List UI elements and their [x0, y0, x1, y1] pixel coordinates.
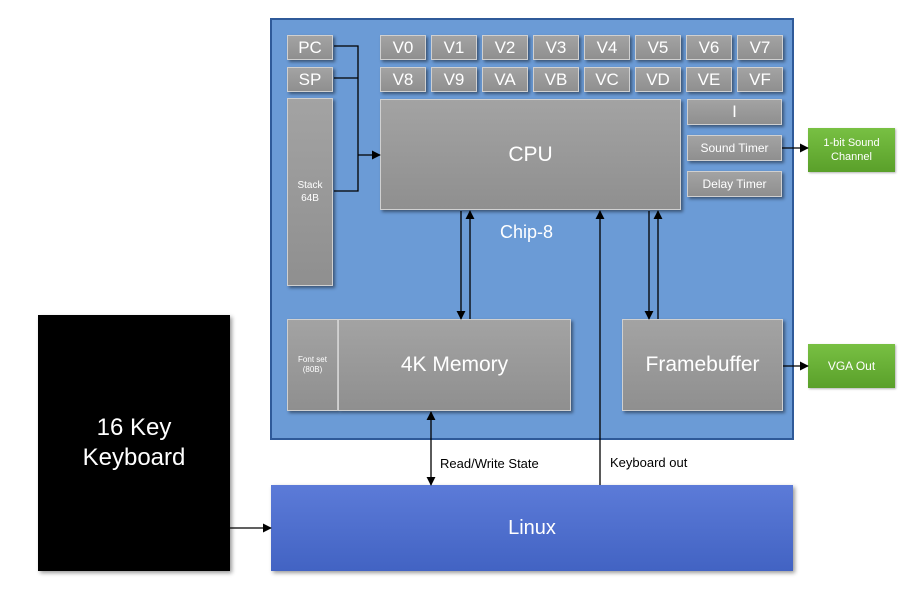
register-vc: VC	[584, 67, 630, 92]
sound-channel-label: 1-bit Sound	[823, 137, 880, 149]
linux: Linux	[271, 485, 793, 571]
register-ve: VE	[686, 67, 732, 92]
register-v1: V1	[431, 35, 477, 60]
keyboard-out-label: Keyboard out	[610, 455, 688, 470]
stack: Stack 64B	[287, 98, 333, 286]
sound-channel-output: 1-bit Sound Channel	[808, 128, 895, 172]
sound-channel-sub: Channel	[831, 151, 872, 163]
register-v4: V4	[584, 35, 630, 60]
chip8-label: Chip-8	[500, 222, 554, 242]
keyboard: 16 Key Keyboard	[38, 315, 230, 571]
vga-output: VGA Out	[808, 344, 895, 388]
register-va: VA	[482, 67, 528, 92]
pc-wire	[334, 45, 359, 155]
memory: 4K Memory	[338, 319, 571, 411]
stack-label: Stack	[297, 180, 323, 191]
font-set-size: (80B)	[302, 365, 323, 374]
register-v2: V2	[482, 35, 528, 60]
register-v9: V9	[431, 67, 477, 92]
register-v3: V3	[533, 35, 579, 60]
register-vf: VF	[737, 67, 783, 92]
register-v0: V0	[380, 35, 426, 60]
register-v5: V5	[635, 35, 681, 60]
font-set: Font set (80B)	[287, 319, 338, 411]
index-register: I	[687, 99, 782, 125]
sound-timer: Sound Timer	[687, 135, 782, 161]
stack-size: 64B	[301, 193, 319, 204]
stack-wire	[334, 155, 359, 192]
register-vb: VB	[533, 67, 579, 92]
delay-timer: Delay Timer	[687, 171, 782, 197]
register-v8: V8	[380, 67, 426, 92]
register-v7: V7	[737, 35, 783, 60]
pc-register: PC	[287, 35, 333, 60]
read-write-label: Read/Write State	[440, 456, 539, 471]
keyboard-label-line1: 16 Key	[96, 414, 172, 441]
register-vd: VD	[635, 67, 681, 92]
keyboard-label-line2: Keyboard	[82, 444, 186, 471]
framebuffer: Framebuffer	[622, 319, 783, 411]
font-set-label: Font set	[298, 355, 327, 364]
sp-register: SP	[287, 67, 333, 92]
register-v6: V6	[686, 35, 732, 60]
